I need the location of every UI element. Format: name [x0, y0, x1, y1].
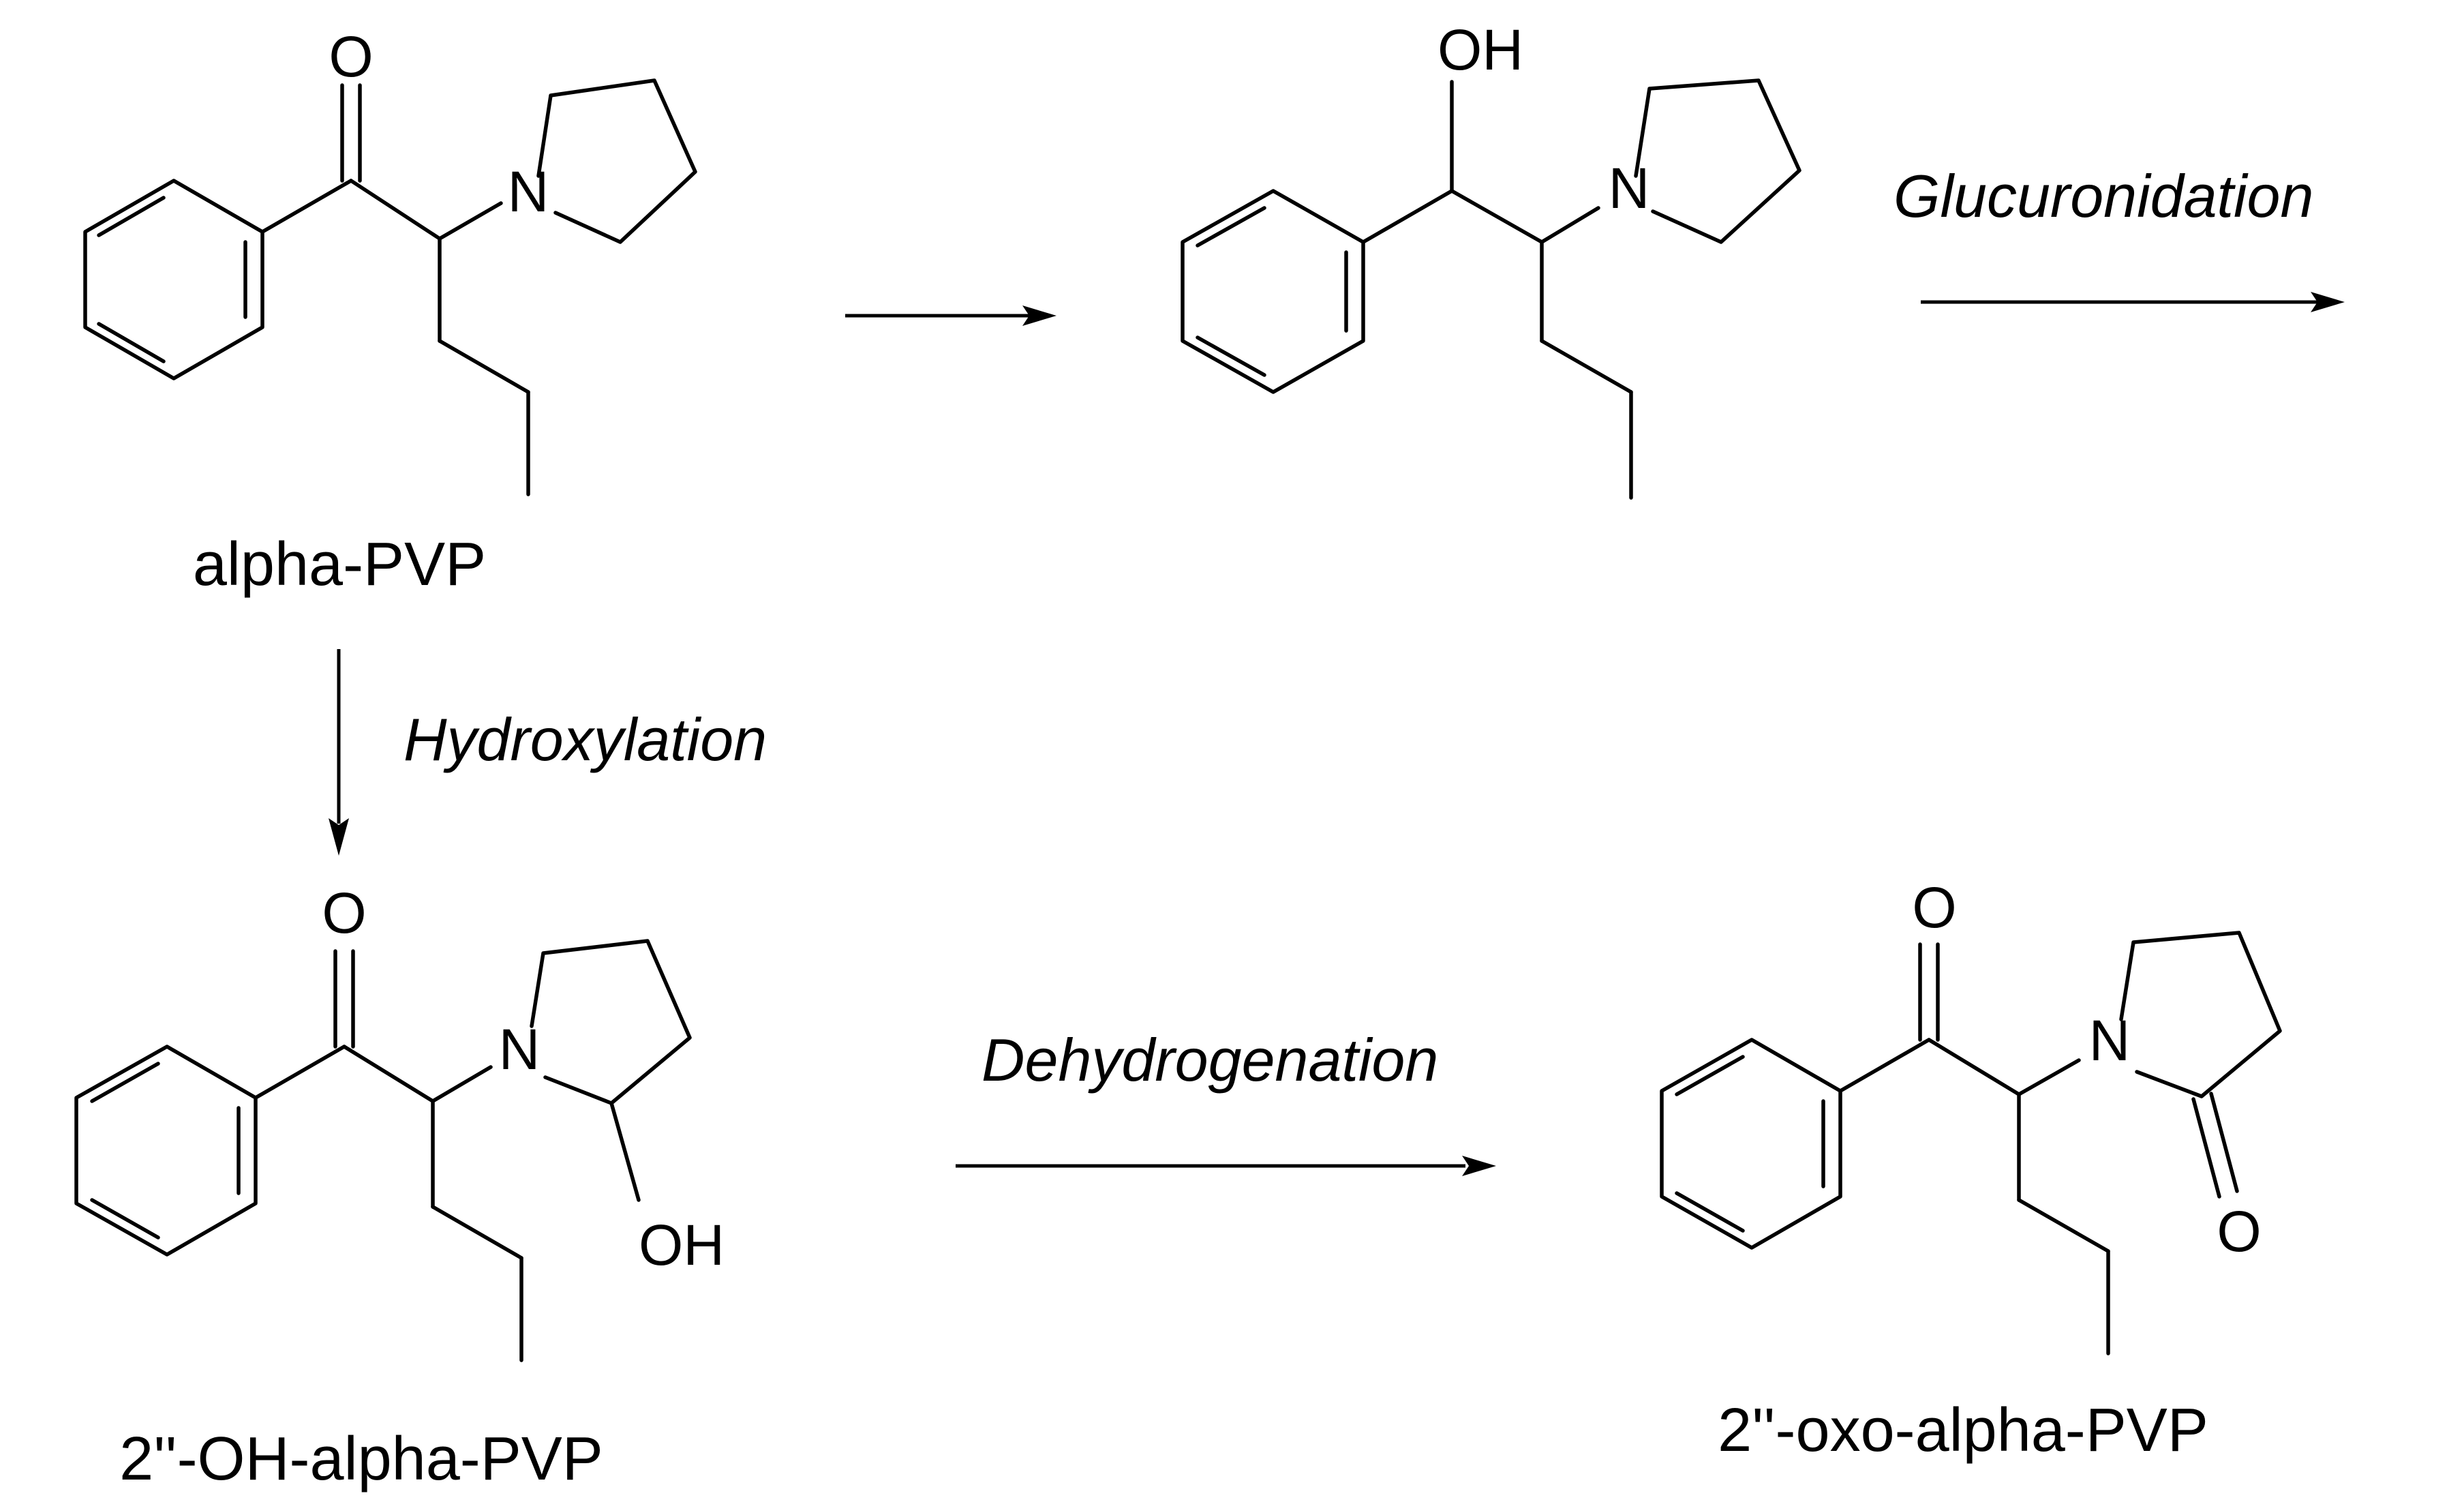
dehydrogenation-label: Dehydrogenation — [982, 1026, 1438, 1094]
reduction-arrow — [845, 305, 1056, 326]
dehydrogenation-arrow — [956, 1156, 1496, 1176]
hydroxyl-label: OH — [1438, 18, 1523, 82]
alpha-pvp-name: alpha-PVP — [193, 530, 486, 599]
pyrrolidine-ring — [536, 78, 697, 244]
glucuronidation-label: Glucuronidation — [1893, 162, 2313, 230]
glucuronidation-arrow — [1921, 292, 2345, 312]
nitrogen-label: N — [499, 1017, 541, 1081]
ketone-oxygen-label: O — [322, 881, 366, 945]
carbon-skeleton — [260, 83, 530, 496]
carbon-skeleton — [1838, 942, 2110, 1355]
benzene-ring — [74, 1045, 258, 1257]
nitrogen-label: N — [1609, 156, 1650, 220]
oh-alpha-pvp-name: 2''-OH-alpha-PVP — [119, 1425, 603, 1493]
alpha-pvp-structure: O N — [83, 25, 697, 496]
hydroxylation-label: Hydroxylation — [404, 706, 767, 773]
hydroxy-metabolite-structure: OH N — [1181, 18, 1801, 500]
oh-alpha-pvp-structure: O N OH — [74, 881, 725, 1362]
pyrrolidine-ring — [530, 939, 692, 1202]
nitrogen-label: N — [508, 160, 549, 224]
ketone-oxygen-label: O — [1912, 875, 1956, 940]
nitrogen-label: N — [2089, 1008, 2131, 1072]
oxo-alpha-pvp-structure: O N O — [1660, 875, 2282, 1355]
benzene-ring — [1181, 189, 1365, 394]
carbon-skeleton — [1361, 80, 1633, 500]
pyrrolidinone-ring — [2119, 931, 2282, 1199]
oxo-alpha-pvp-name: 2''-oxo-alpha-PVP — [1718, 1396, 2208, 1465]
ring-hydroxyl-label: OH — [639, 1213, 725, 1277]
pyrrolidine-ring — [1634, 78, 1801, 244]
benzene-ring — [83, 179, 264, 380]
ketone-oxygen-label: O — [329, 25, 373, 89]
lactam-oxygen-label: O — [2217, 1199, 2261, 1263]
hydroxylation-arrow — [329, 649, 349, 856]
carbon-skeleton — [254, 949, 523, 1362]
benzene-ring — [1660, 1038, 1842, 1250]
